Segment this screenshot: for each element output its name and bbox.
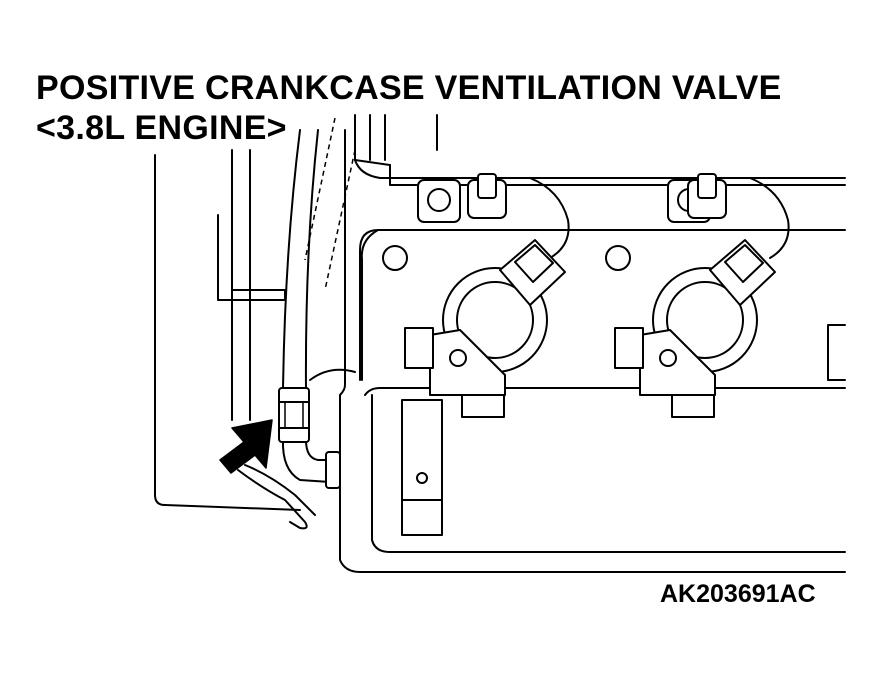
black-arrow-icon [219, 419, 273, 474]
ignition-coil-1 [404, 239, 566, 418]
figure-id-label: AK203691AC [660, 580, 816, 608]
pcv-valve [278, 387, 310, 443]
leader-line [304, 117, 356, 291]
diagram-title-line-1: POSITIVE CRANKCASE VENTILATION VALVE [36, 69, 782, 107]
ignition-coil-2 [614, 239, 776, 418]
right-partial-part [827, 324, 846, 381]
diagram-title-line-2: <3.8L ENGINE> [36, 109, 287, 147]
lower-slot [401, 399, 443, 536]
upper-connectors [467, 173, 790, 259]
engine-body-outline [154, 149, 301, 511]
lower-bracket [237, 464, 316, 530]
pcv-hose [281, 129, 356, 489]
